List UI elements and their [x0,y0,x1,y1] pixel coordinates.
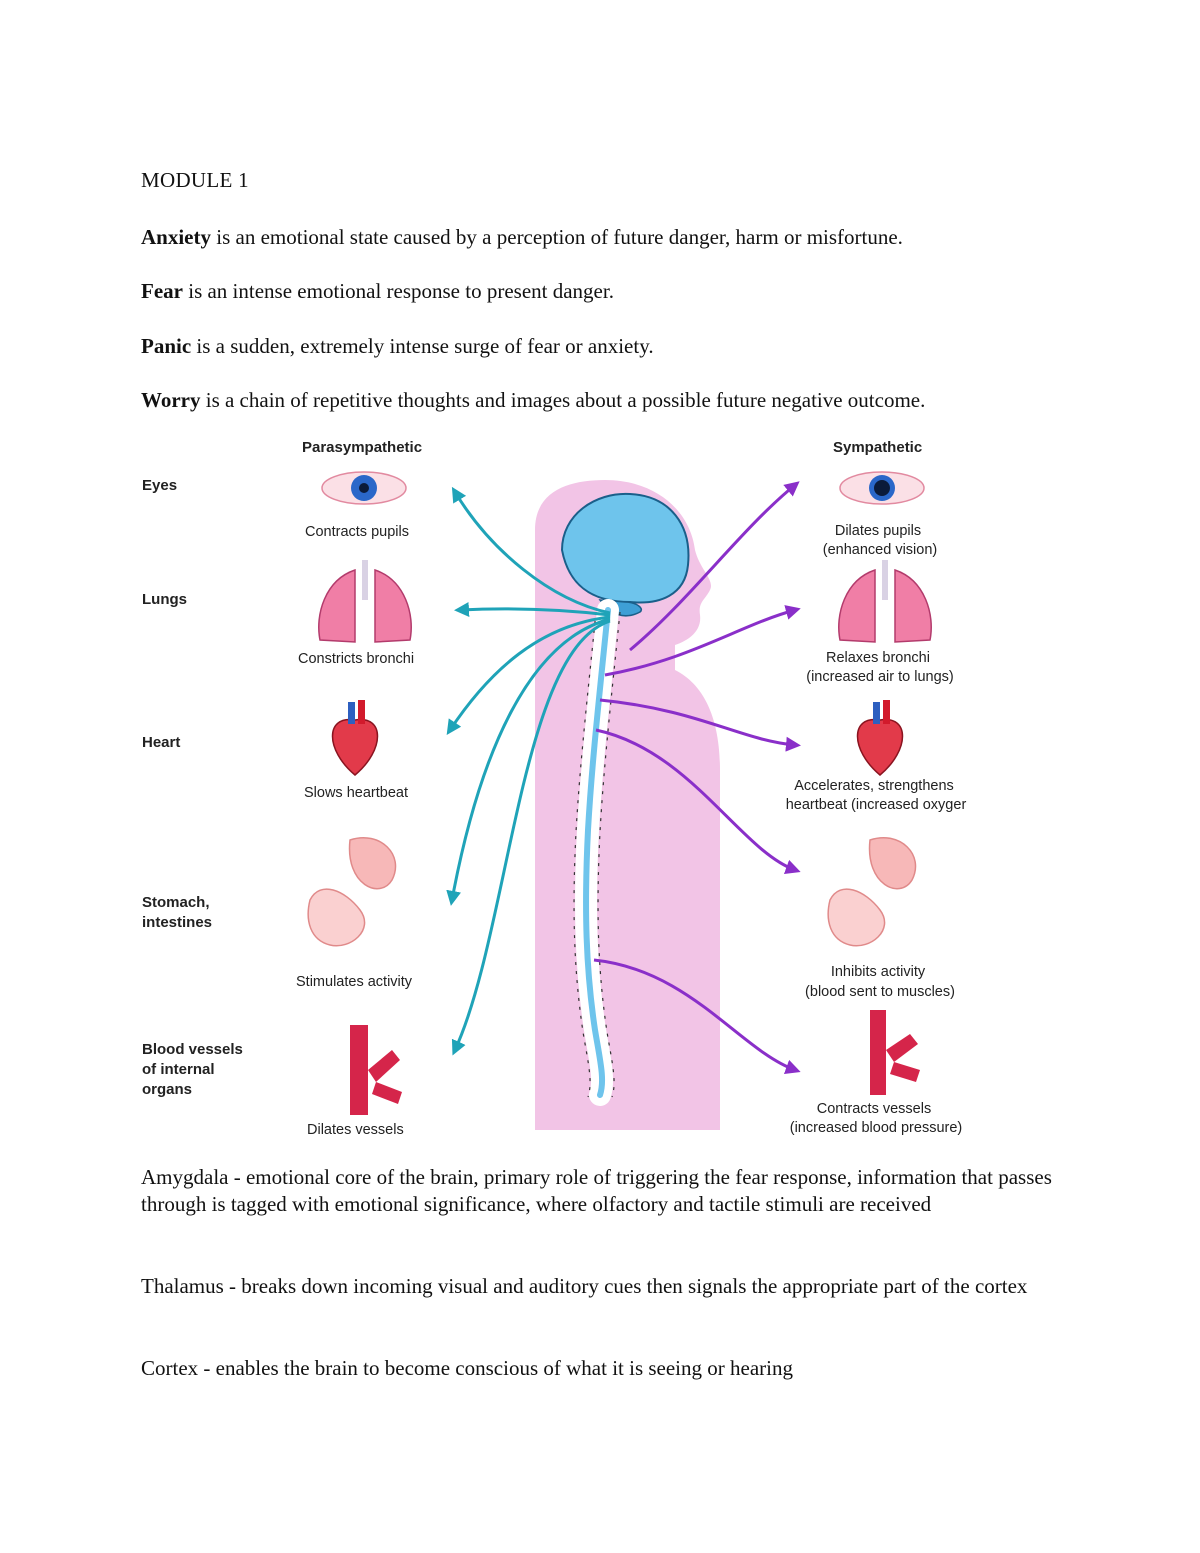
stomach-intestines-icon [827,837,917,947]
definition-anxiety: Anxiety is an emotional state caused by … [141,225,903,250]
autonomic-nervous-system-diagram: Parasympathetic Sympathetic [142,439,967,1138]
symp-effect-eyes: Dilates pupils (enhanced vision) [823,523,937,558]
para-effect-lungs: Constricts bronchi [298,651,414,667]
symp-nerve-heart [599,698,801,752]
spine-outline-right [597,611,621,1098]
symp-nerve-eyes [629,481,800,652]
term: Fear [141,279,183,303]
blood-vessel-icon [350,1025,402,1115]
note-amygdala: Amygdala - emotional core of the brain, … [141,1165,1052,1216]
organ-label-eyes: Eyes [142,477,177,494]
symp-nerve-lungs [604,605,801,677]
organ-label-blood-vessels: Blood vessels of internal organs [142,1041,247,1098]
page-heading: MODULE 1 [141,168,249,192]
para-nerve-eyes [451,486,611,615]
eye-icon [321,471,407,505]
term: Panic [141,334,192,358]
definition-text: is a sudden, extremely intense surge of … [191,334,654,358]
term: Worry [141,388,201,412]
symp-effect-stomach: Inhibits activity (blood sent to muscles… [805,964,955,1000]
para-effect-stomach: Stimulates activity [296,974,413,990]
para-nerve-heart [446,615,611,735]
para-nerve-lungs [454,602,611,618]
term: Anxiety [141,225,211,249]
definition-worry: Worry is a chain of repetitive thoughts … [141,388,925,413]
lungs-icon [318,560,412,643]
definition-panic: Panic is a sudden, extremely intense sur… [141,334,654,359]
lungs-icon [838,560,932,643]
sympathetic-header: Sympathetic [833,439,922,456]
para-effect-eyes: Contracts pupils [305,524,409,540]
para-effect-heart: Slows heartbeat [304,785,408,801]
para-nerve-vessels [451,619,611,1056]
spinal-cord-core [583,607,611,1098]
parasympathetic-header: Parasympathetic [302,439,422,456]
brain [560,492,690,604]
symp-effect-lungs: Relaxes bronchi (increased air to lungs) [806,650,954,685]
symp-nerve-stomach [595,728,801,874]
organ-label-stomach: Stomach, intestines [142,894,214,931]
heart-icon [331,700,379,776]
note-cortex: Cortex - enables the brain to become con… [141,1356,793,1380]
definition-fear: Fear is an intense emotional response to… [141,279,614,304]
para-effect-vessels: Dilates vessels [307,1122,404,1138]
heart-icon [856,700,904,776]
organ-label-heart: Heart [142,734,180,751]
organ-label-lungs: Lungs [142,591,187,608]
stomach-intestines-icon [307,837,397,947]
symp-nerve-vessels [593,958,801,1074]
symp-effect-heart: Accelerates, strengthens heartbeat (incr… [786,778,967,813]
blood-vessel-icon [870,1010,920,1095]
definition-text: is an emotional state caused by a percep… [211,225,903,249]
symp-effect-vessels: Contracts vessels (increased blood press… [790,1101,962,1136]
definition-text: is a chain of repetitive thoughts and im… [200,388,926,412]
para-nerve-stomach [446,617,611,906]
note-thalamus: Thalamus - breaks down incoming visual a… [141,1274,1028,1298]
definition-text: is an intense emotional response to pres… [182,279,614,303]
spine-outline [573,611,597,1098]
eye-icon [839,471,925,505]
